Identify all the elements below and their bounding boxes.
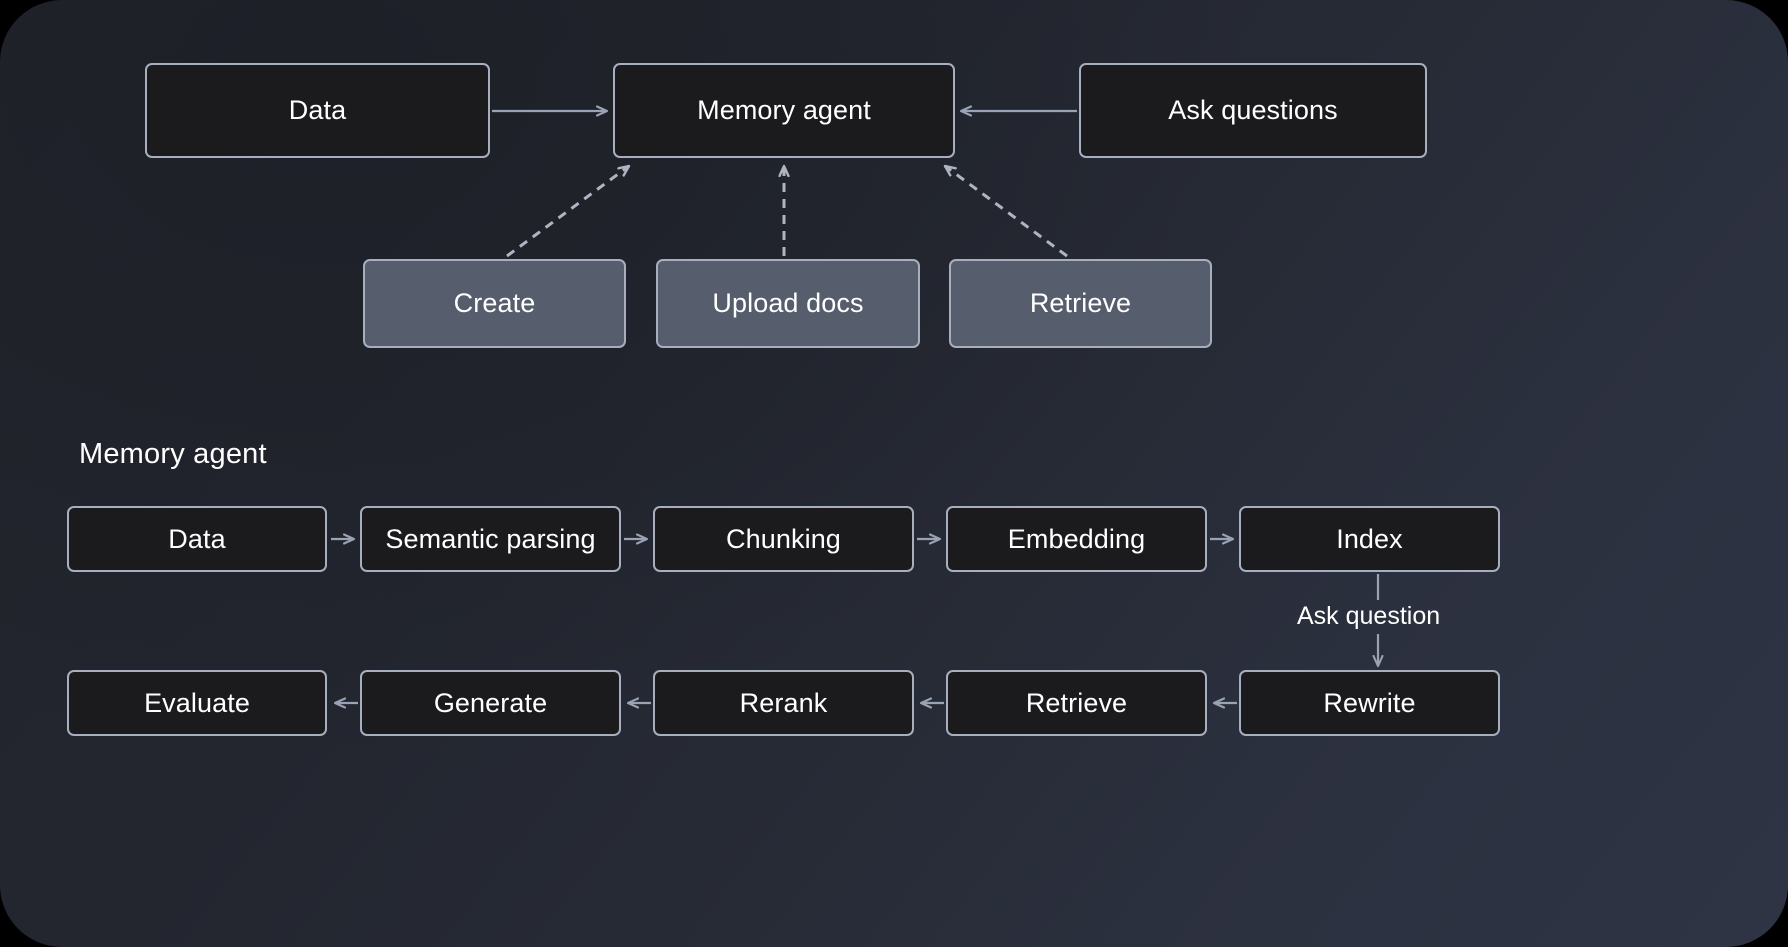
node-pipeline-rerank-label: Rerank — [739, 687, 828, 718]
node-upload-docs[interactable]: Upload docs — [656, 259, 920, 348]
node-create-label: Create — [453, 288, 536, 318]
node-pipeline-retrieve-label: Retrieve — [1025, 687, 1128, 718]
node-pipeline-chunking[interactable]: Chunking — [653, 506, 914, 572]
node-upload-docs-label: Upload docs — [712, 288, 864, 318]
node-pipeline-data-label: Data — [168, 523, 226, 554]
node-pipeline-embedding-label: Embedding — [1007, 523, 1146, 554]
node-pipeline-generate[interactable]: Generate — [360, 670, 621, 736]
node-pipeline-generate-label: Generate — [433, 687, 548, 718]
node-retrieve-tool-label: Retrieve — [1029, 288, 1132, 318]
node-data-label: Data — [288, 95, 347, 125]
node-pipeline-index[interactable]: Index — [1239, 506, 1500, 572]
node-pipeline-rerank[interactable]: Rerank — [653, 670, 914, 736]
node-pipeline-retrieve[interactable]: Retrieve — [946, 670, 1207, 736]
node-ask-questions-label: Ask questions — [1168, 95, 1338, 125]
connector-label-ask-question: Ask question — [1297, 602, 1441, 630]
node-pipeline-rewrite[interactable]: Rewrite — [1239, 670, 1500, 736]
node-retrieve-tool[interactable]: Retrieve — [949, 259, 1212, 348]
node-pipeline-evaluate-label: Evaluate — [144, 687, 250, 718]
node-memory-agent[interactable]: Memory agent — [613, 63, 955, 158]
node-pipeline-chunking-label: Chunking — [726, 523, 841, 554]
node-pipeline-semantic-parsing[interactable]: Semantic parsing — [360, 506, 621, 572]
section-title-memory-agent: Memory agent — [79, 438, 267, 470]
edge-create-to-memory-agent — [506, 164, 629, 258]
node-pipeline-semantic-parsing-label: Semantic parsing — [385, 523, 596, 554]
node-ask-questions[interactable]: Ask questions — [1079, 63, 1427, 158]
node-pipeline-index-label: Index — [1336, 523, 1403, 554]
edge-retrieve-to-memory-agent — [945, 164, 1068, 258]
node-memory-agent-label: Memory agent — [697, 95, 871, 125]
node-pipeline-rewrite-label: Rewrite — [1323, 687, 1416, 718]
node-pipeline-evaluate[interactable]: Evaluate — [67, 670, 327, 736]
node-data[interactable]: Data — [145, 63, 490, 158]
node-pipeline-data[interactable]: Data — [67, 506, 327, 572]
node-pipeline-embedding[interactable]: Embedding — [946, 506, 1207, 572]
node-create[interactable]: Create — [363, 259, 626, 348]
